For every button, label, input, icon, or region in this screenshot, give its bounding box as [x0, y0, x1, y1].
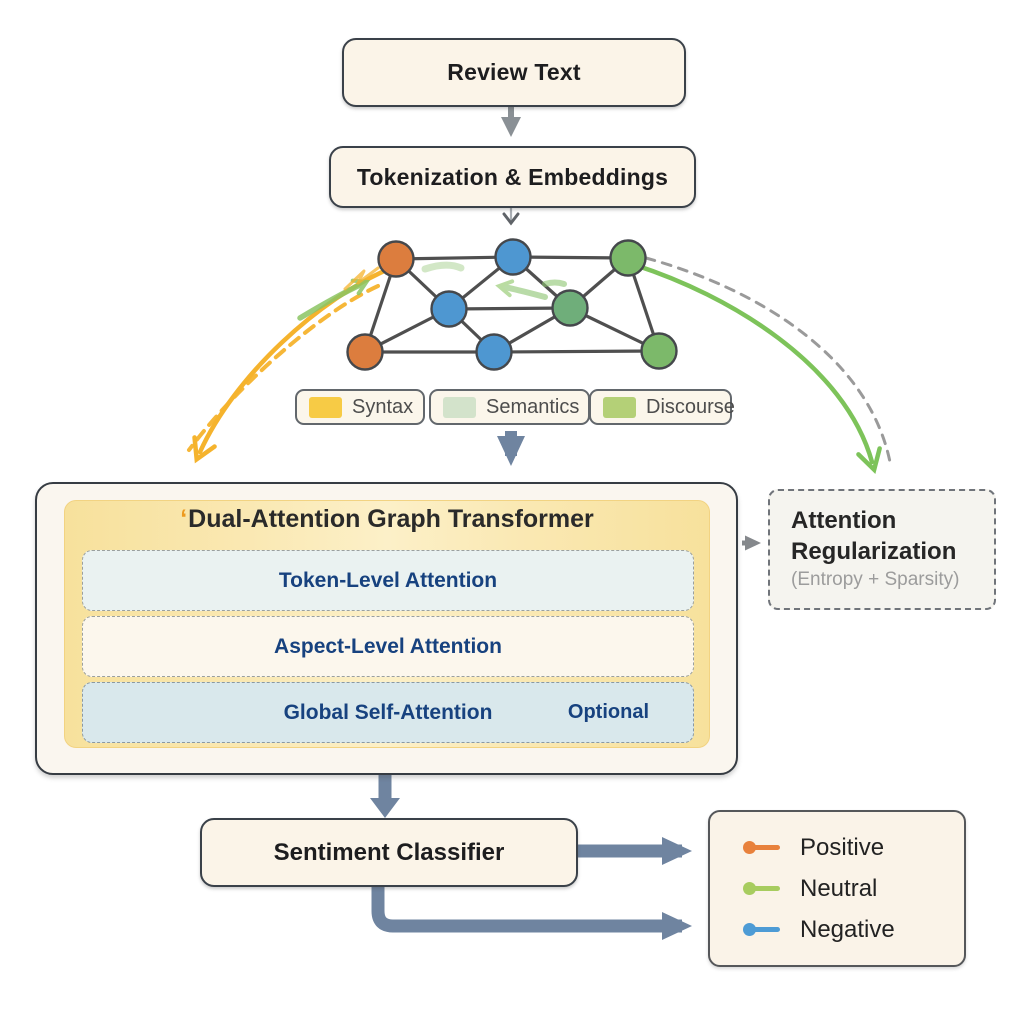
transformer-title: ‘Dual-Attention Graph Transformer — [180, 505, 594, 533]
flame-accent: ‘ — [180, 505, 188, 533]
review-text-label: Review Text — [447, 59, 581, 85]
discourse-label: Discourse — [646, 395, 735, 418]
negative-label: Negative — [800, 915, 895, 943]
legend-row-positive: Positive — [743, 834, 964, 862]
attention-regularization-box: Attention Regularization (Entropy + Spar… — [768, 489, 996, 610]
sentiment-classifier-label: Sentiment Classifier — [273, 838, 505, 866]
tokenization-label: Tokenization & Embeddings — [356, 163, 669, 190]
positive-label: Positive — [800, 833, 885, 861]
legend-item-semantics: Semantics — [429, 389, 590, 425]
arrow-classifier-to-legend-bottom — [371, 884, 692, 940]
neutral-marker — [743, 882, 780, 895]
aspect-level-attention-box: Aspect-Level Attention — [82, 616, 694, 677]
token-graph-nodes — [346, 238, 678, 371]
semantics-swatch — [443, 396, 476, 418]
negative-line-icon — [753, 927, 780, 932]
graph-edge — [493, 349, 660, 354]
review-text-box: Review Text — [342, 38, 686, 107]
graph-node-orange — [377, 240, 415, 278]
regularization-title-line2: Regularization — [791, 538, 957, 565]
neutral-label: Neutral — [800, 874, 878, 902]
graph-node-blue — [430, 290, 468, 328]
positive-marker — [743, 841, 780, 854]
aspect-level-attention-label: Aspect-Level Attention — [274, 634, 502, 658]
graph-node-blue — [475, 333, 513, 371]
regularization-subtitle: (Entropy + Sparsity) — [791, 569, 960, 590]
negative-marker — [743, 923, 780, 936]
graph-node-orange — [346, 333, 384, 371]
discourse-right-arc — [629, 261, 882, 475]
token-level-attention-label: Token-Level Attention — [278, 568, 498, 592]
graph-edge — [512, 255, 629, 260]
token-level-attention-box: Token-Level Attention — [82, 550, 694, 611]
sentiment-output-legend: Positive Neutral Negative — [708, 810, 966, 967]
legend-row-negative: Negative — [743, 916, 964, 944]
global-self-attention-label: Global Self-Attention — [283, 700, 493, 724]
discourse-left-arc — [297, 278, 371, 321]
positive-line-icon — [753, 845, 780, 850]
syntax-dashed-arc — [187, 284, 380, 452]
legend-row-neutral: Neutral — [743, 875, 964, 903]
negative-dot-icon — [743, 923, 756, 936]
highlight-scribbles — [343, 261, 567, 300]
sentiment-classifier-box: Sentiment Classifier — [200, 818, 578, 887]
discourse-swatch — [603, 396, 636, 418]
positive-dot-icon — [743, 841, 756, 854]
global-self-attention-box: Global Self-Attention Optional — [82, 682, 694, 743]
tokenization-box: Tokenization & Embeddings — [329, 146, 696, 208]
legend-item-syntax: Syntax — [295, 389, 425, 425]
graph-node-blue — [494, 238, 532, 276]
regularization-title-line1: Attention — [791, 507, 897, 534]
regularization-dashed-arc — [644, 256, 892, 464]
neutral-dot-icon — [743, 882, 756, 895]
graph-edge — [448, 306, 571, 311]
legend-item-discourse: Discourse — [589, 389, 735, 425]
graph-edge — [395, 255, 514, 261]
optional-tag: Optional — [567, 701, 649, 723]
graph-node-teal_green — [551, 289, 589, 327]
graph-node-green — [609, 239, 647, 277]
syntax-swatch — [309, 396, 342, 418]
semantics-label: Semantics — [486, 395, 580, 418]
graph-node-green — [640, 332, 678, 370]
neutral-line-icon — [753, 886, 780, 891]
syntax-label: Syntax — [352, 395, 414, 418]
